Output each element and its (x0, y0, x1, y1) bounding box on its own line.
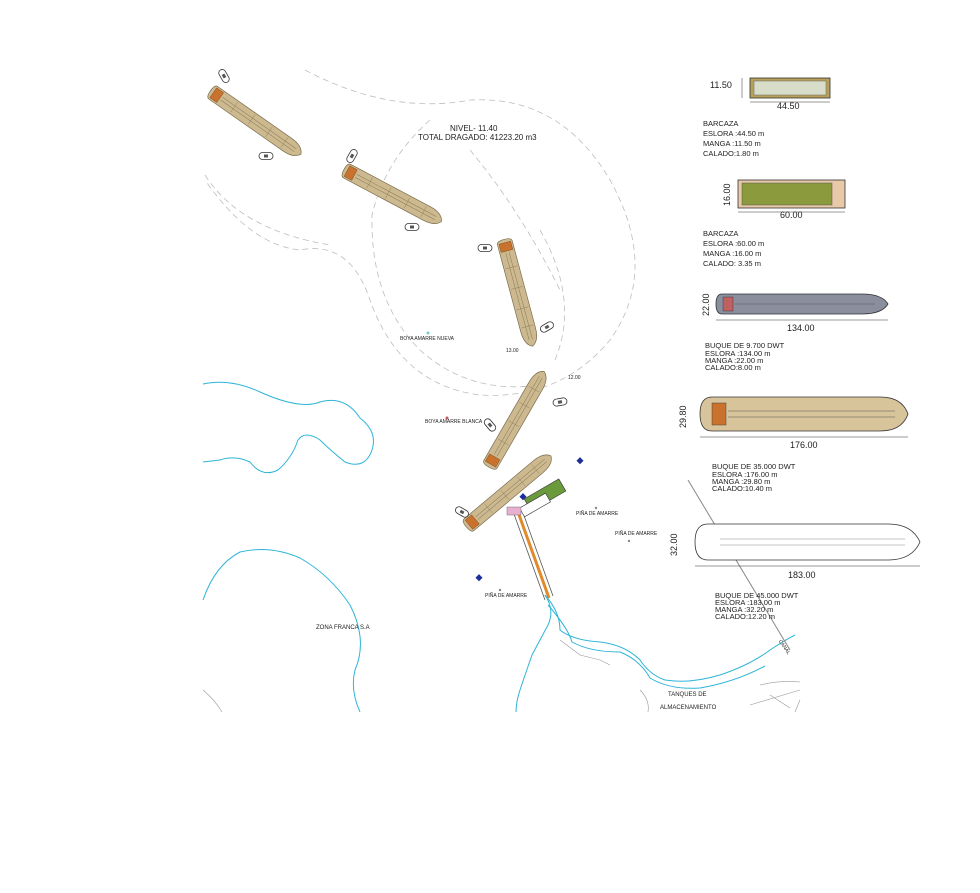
dredging-volume: TOTAL DRAGADO: 41223.20 m3 (418, 133, 537, 142)
vessel-3-manga: MANGA :22.00 m (705, 356, 764, 365)
label-tanques-2: ALMACENAMIENTO (660, 705, 717, 711)
legend-barge-large (737, 179, 846, 213)
label-mark-1: 13.00 (506, 348, 519, 354)
label-boya-blanca: BOYA AMARRE BLANCA (425, 419, 483, 425)
legend-barge-small (741, 77, 831, 103)
vessel-3-eslora: ESLORA :134.00 m (705, 349, 771, 358)
vessel-1-length: 44.50 (777, 101, 800, 111)
label-zona-franca: ZONA FRANCA S.A (316, 625, 370, 631)
land-outline (202, 479, 801, 713)
label-pina-3: PIÑA DE AMARRE (485, 593, 528, 599)
vessel-5-beam: 32.00 (669, 533, 679, 556)
dredging-level: NIVEL- 11.40 (450, 124, 498, 133)
vessel-1-title: BARCAZA (703, 119, 739, 128)
vessel-1-eslora: ESLORA :44.50 m (703, 129, 765, 138)
ship-position-2 (340, 147, 446, 231)
vessel-4-length: 176.00 (790, 440, 818, 450)
vessel-3-beam: 22.00 (701, 293, 711, 316)
vessel-5-calado: CALADO:12.20 m (715, 612, 776, 621)
label-pina-1: PIÑA DE AMARRE (576, 511, 619, 517)
label-mark-2: 12.00 (568, 375, 581, 381)
vessel-4-title: BUQUE DE 35.000 DWT (712, 462, 796, 471)
vessel-5-length: 183.00 (788, 570, 816, 580)
vessel-2-beam: 16.00 (722, 183, 732, 206)
pier (506, 478, 567, 601)
vessel-3-calado: CALADO:8.00 m (705, 363, 761, 372)
vessel-2-title: BARCAZA (703, 229, 739, 238)
label-pina-2: PIÑA DE AMARRE (615, 531, 658, 537)
vessel-2-calado: CALADO: 3.35 m (703, 259, 761, 268)
vessel-2-manga: MANGA :16.00 m (703, 249, 762, 258)
vessel-5-eslora: ESLORA :183.00 m (715, 598, 781, 607)
vessel-1-calado: CALADO:1.80 m (703, 149, 759, 158)
vessel-4-eslora: ESLORA :176.00 m (712, 470, 778, 479)
vessel-2-eslora: ESLORA :60.00 m (703, 239, 765, 248)
label-boya-nueva: BOYA AMARRE NUEVA (400, 336, 454, 342)
legend-ship-35000 (699, 396, 909, 438)
vessel-5-manga: MANGA :32.20 m (715, 605, 774, 614)
label-tanques-1: TANQUES DE (668, 692, 707, 698)
vessel-2-length: 60.00 (780, 210, 803, 220)
vessel-1-manga: MANGA :11.50 m (703, 139, 761, 148)
vessel-4-calado: CALADO:10.40 m (712, 484, 773, 493)
vessel-3-title: BUQUE DE 9.700 DWT (705, 341, 785, 350)
vessel-5-title: BUQUE DE 45.000 DWT (715, 591, 799, 600)
ship-position-1 (205, 67, 306, 161)
vessel-3-length: 134.00 (787, 323, 815, 333)
legend-ship-9700 (715, 293, 889, 321)
shoreline (202, 381, 796, 713)
ship-position-3 (477, 237, 556, 349)
mooring-buoys (426, 331, 631, 592)
vessel-4-manga: MANGA :29.80 m (712, 477, 771, 486)
legend-ship-45000 (694, 523, 921, 567)
turning-basin (204, 69, 636, 396)
vessel-1-beam: 11.50 (710, 80, 732, 90)
vessel-4-beam: 29.80 (678, 405, 688, 428)
